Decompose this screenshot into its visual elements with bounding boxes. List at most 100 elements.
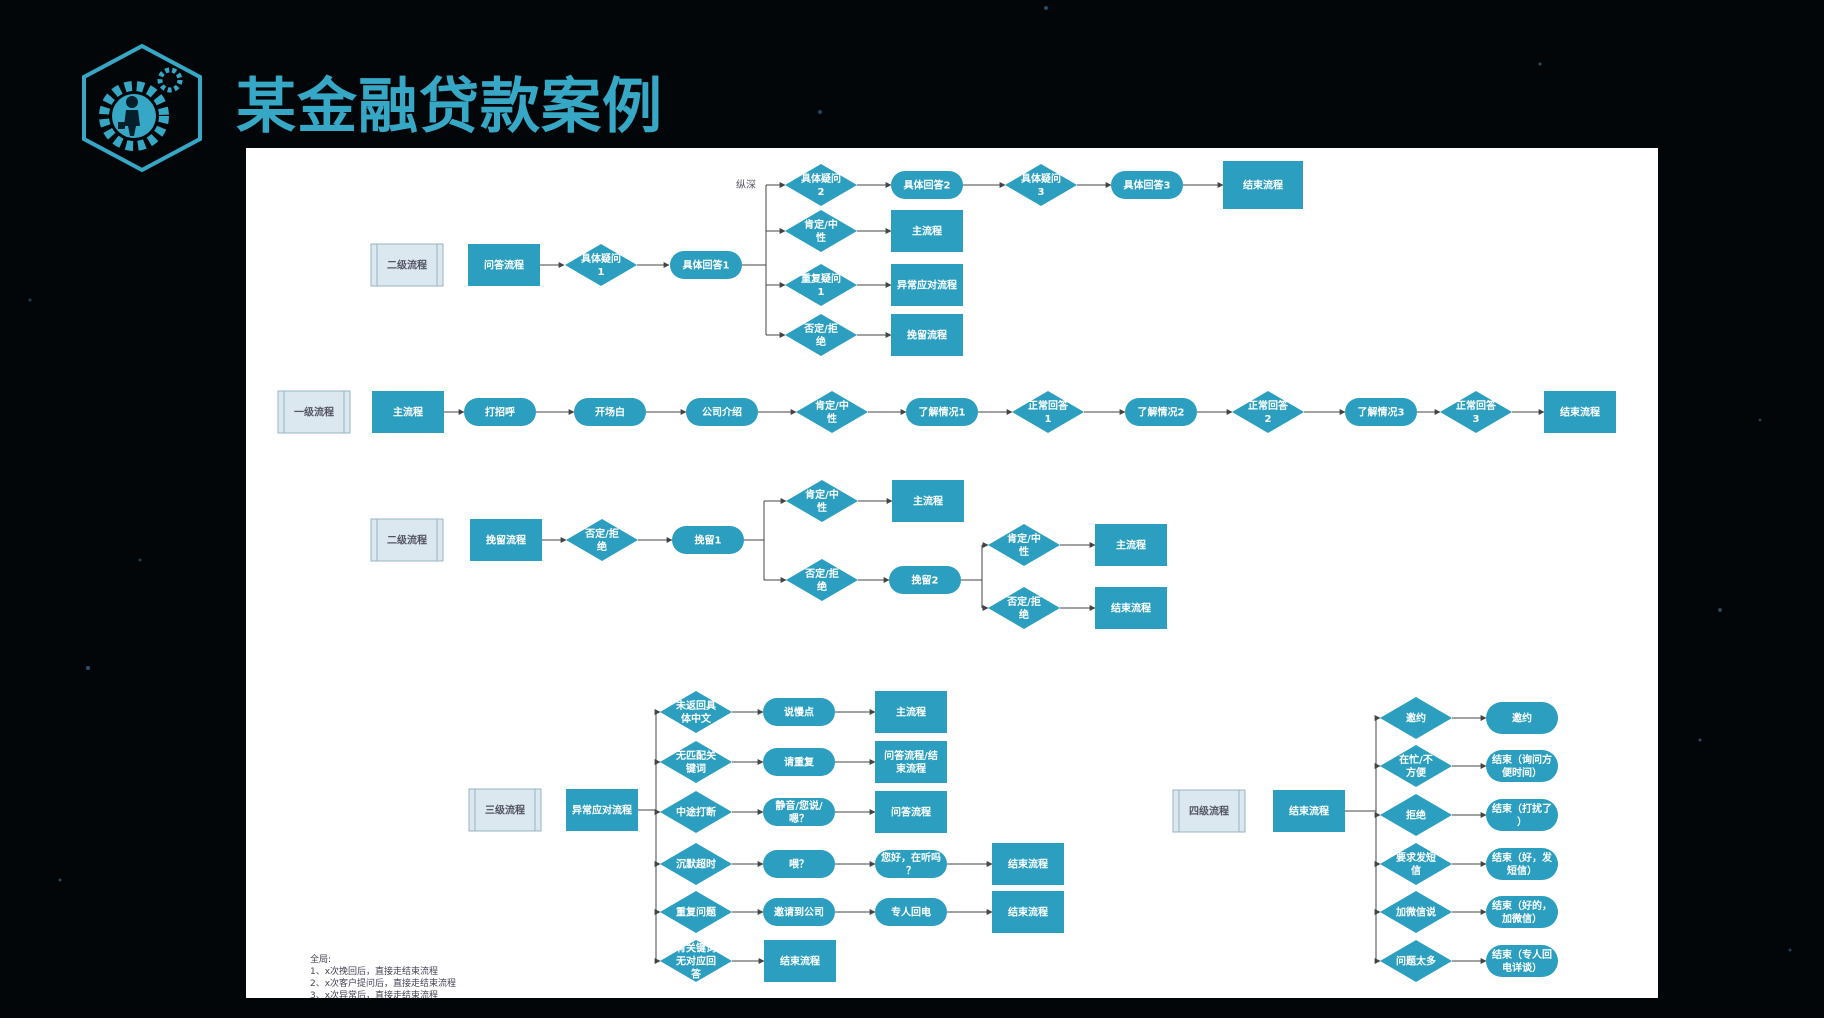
node-text: 束流程 (896, 762, 926, 775)
node-text: 具体疑问 (1020, 172, 1061, 185)
node-text: 结束（专人回 (1492, 948, 1552, 961)
node-text: 请重复 (784, 756, 815, 769)
node-text: 1 (818, 287, 825, 298)
node-text: 异常应对流程 (572, 804, 632, 817)
node-text: 结束（打扰了 (1492, 802, 1552, 815)
node-text: 否定/拒 (584, 527, 619, 540)
retain-condition: 否定/拒绝 (566, 519, 638, 561)
node-text: 挽留流程 (907, 329, 947, 342)
main-flow-step: 结束流程 (1544, 391, 1616, 433)
level-label-tertiary: 三级流程 (468, 788, 542, 832)
node-text: 在忙/不 (1399, 753, 1433, 766)
node-text: 肯定/中 (815, 399, 849, 412)
node-text: 电详谈） (1502, 961, 1542, 974)
retain-negative-2: 否定/拒绝 (988, 587, 1060, 629)
end-condition: 邀约 (1380, 697, 1452, 739)
qa-branch-condition: 否定/拒绝 (785, 314, 857, 356)
node-text: 了解情况1 (919, 406, 966, 419)
level-label-secondary: 二级流程 (370, 243, 444, 287)
node-text: 主流程 (912, 225, 942, 238)
note-line: 2、x次客户提问后，直接走结束流程 (310, 979, 457, 989)
qa-branch-target: 挽留流程 (891, 314, 963, 356)
depth-label: 纵深 (736, 179, 756, 191)
node-text: 答 (690, 968, 702, 981)
exception-action: 邀请到公司 (763, 898, 835, 926)
node-text: 挽留1 (695, 534, 722, 547)
node-text: 性 (815, 231, 826, 244)
node-text: 1 (598, 267, 605, 278)
node-text: 问题太多 (1396, 955, 1436, 968)
qa-branch-condition: 肯定/中性 (785, 210, 857, 252)
node-text: 结束流程 (1289, 805, 1329, 818)
main-flow-step: 了解情况2 (1125, 398, 1197, 426)
node-text: 3 (1038, 187, 1045, 198)
exception-target: 问答流程 (875, 791, 947, 833)
node-text: 沉默超时 (676, 858, 716, 871)
node-text: 主流程 (896, 706, 926, 719)
retain-positive: 肯定/中性 (786, 480, 858, 522)
level-label-primary: 一级流程 (277, 390, 351, 434)
retain-target-end: 结束流程 (1095, 587, 1167, 629)
node-text: 打招呼 (485, 406, 515, 419)
node-text: 绝 (816, 335, 826, 348)
exception-action: 静音/您说/嗯？ (763, 798, 835, 826)
node-text: 您好，在听吗 (881, 851, 941, 864)
node-text: 性 (826, 412, 837, 425)
node-text: 2 (1265, 414, 1272, 425)
node-text: 肯定/中 (805, 488, 839, 501)
note-line: 3、x次异常后，直接走结束流程 (310, 991, 439, 998)
node-text: 绝 (817, 580, 827, 593)
node-text: ） (1517, 815, 1527, 828)
exception-action: 喂？ (763, 850, 835, 878)
exception-action-2: 您好，在听吗？ (875, 850, 947, 878)
end-condition: 在忙/不方便 (1380, 745, 1452, 787)
qa-branch-target: 主流程 (891, 210, 963, 252)
end-condition: 问题太多 (1380, 940, 1452, 982)
node-text: 了解情况2 (1138, 406, 1185, 419)
retain-flow-node: 挽留流程 (470, 519, 542, 561)
node-text: 加微信） (1501, 912, 1542, 925)
node-text: 具体回答1 (682, 259, 730, 272)
node-text: 二级流程 (387, 259, 427, 272)
main-flow-step: 公司介绍 (686, 398, 758, 426)
gear-person-hexagon-icon (82, 43, 202, 173)
node-text: 专人回电 (891, 906, 931, 919)
global-notes: 全局: 1、x次挽回后，直接走结束流程 2、x次客户提问后，直接走结束流程 3、… (310, 954, 456, 998)
node-text: 加微信说 (1395, 906, 1436, 919)
exception-target: 结束流程 (992, 843, 1064, 885)
node-text: 结束流程 (1243, 179, 1283, 192)
node-text: 结束流程 (1560, 406, 1600, 419)
exception-target: 结束流程 (992, 891, 1064, 933)
node-text: 具体疑问 (800, 172, 841, 185)
node-text: 结束（好，发 (1492, 851, 1553, 864)
node-text: 挽留流程 (486, 534, 526, 547)
end-condition: 拒绝 (1380, 794, 1452, 836)
node-text: 肯定/中 (804, 218, 838, 231)
qa-question-2: 具体疑问 2 (785, 164, 857, 206)
node-text: 结束流程 (1008, 858, 1048, 871)
main-flow-step: 了解情况1 (906, 398, 978, 426)
main-flow-step: 肯定/中性 (796, 391, 868, 433)
qa-end-flow: 结束流程 (1223, 161, 1303, 209)
node-text: 公司介绍 (702, 406, 742, 419)
node-text: 邀约 (1512, 712, 1532, 725)
node-text: 正常回答 (1456, 399, 1497, 412)
node-text: 肯定/中 (1007, 532, 1041, 545)
exception-end: 结束流程 (764, 940, 836, 982)
node-text: 信 (1411, 864, 1421, 877)
node-text: 2 (818, 187, 825, 198)
node-text: 键词 (685, 762, 706, 775)
node-text: 便时间） (1502, 766, 1542, 779)
exception-action: 说慢点 (763, 698, 835, 726)
